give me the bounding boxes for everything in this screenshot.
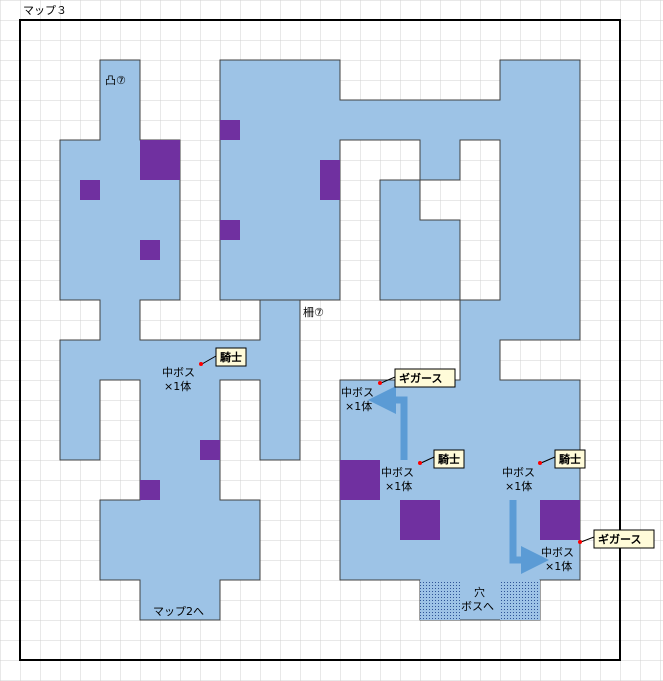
block — [320, 160, 340, 200]
enemy-marker — [418, 461, 422, 465]
block — [80, 180, 100, 200]
block — [540, 500, 580, 540]
pointer-line — [540, 456, 556, 464]
path-arrows — [368, 386, 549, 574]
floor-regions — [59, 59, 581, 621]
midboss-5: 中ボス ×1体 — [541, 546, 574, 573]
pointer-line — [201, 355, 217, 365]
enemy-tag-knight-1: 騎士 — [199, 347, 247, 367]
floor-left — [59, 59, 301, 621]
enemy-tag-gigas-1: ギガース — [378, 368, 456, 388]
tag-text: 騎士 — [559, 452, 581, 466]
map-title: マップ３ — [23, 4, 67, 17]
arrow-up-left — [368, 386, 408, 460]
enemy-tag-knight-2: 騎士 — [418, 449, 465, 469]
enemy-tag-gigas-2: ギガース — [578, 529, 655, 549]
midboss-count: ×1体 — [385, 479, 412, 493]
pit-left — [420, 580, 460, 620]
block — [200, 440, 220, 460]
tag-box — [554, 449, 586, 469]
midboss-count: ×1体 — [505, 479, 532, 493]
fence-label: 柵⑦ — [303, 305, 324, 319]
arrow-down-right — [509, 500, 549, 574]
block — [400, 500, 440, 540]
midboss-label: 中ボス — [541, 546, 574, 559]
midboss-3: 中ボス ×1体 — [381, 466, 414, 493]
midboss-count: ×1体 — [164, 379, 191, 393]
block — [140, 140, 180, 180]
block — [140, 240, 160, 260]
pointer-line — [380, 376, 396, 384]
midboss-label: 中ボス — [381, 466, 414, 479]
enemy-marker — [538, 461, 542, 465]
floor-top-middle — [219, 59, 581, 621]
tag-text: 騎士 — [438, 452, 460, 466]
block — [340, 460, 380, 500]
tag-text: ギガース — [399, 371, 442, 385]
tag-text: 騎士 — [220, 350, 242, 364]
tag-box — [433, 449, 465, 469]
tag-box — [394, 368, 456, 388]
midboss-count: ×1体 — [545, 559, 572, 573]
midboss-label: 中ボス — [162, 366, 195, 379]
midboss-label: 中ボス — [341, 386, 374, 399]
midboss-count: ×1体 — [345, 399, 372, 413]
tag-text: ギガース — [598, 532, 641, 546]
pointer-line — [580, 536, 595, 543]
enemy-marker — [199, 362, 203, 366]
block — [220, 220, 240, 240]
midboss-2: 中ボス ×1体 — [341, 386, 374, 413]
pit-label-line1: 穴 — [474, 585, 485, 599]
block — [220, 120, 240, 140]
midboss-1: 中ボス ×1体 — [162, 366, 195, 393]
enemy-marker — [378, 381, 382, 385]
enemy-tag-knight-3: 騎士 — [538, 449, 586, 469]
tag-box — [593, 529, 655, 549]
pit-label-line2: ボスへ — [461, 600, 494, 613]
midboss-label: 中ボス — [502, 466, 535, 479]
exit-map2-label: マップ2へ — [153, 605, 204, 618]
shrine-label: 凸⑦ — [105, 74, 126, 87]
midboss-4: 中ボス ×1体 — [502, 466, 535, 493]
pointer-line — [420, 456, 435, 464]
enemy-marker — [578, 540, 582, 544]
block — [140, 480, 160, 500]
wall-blocks — [80, 120, 580, 540]
tag-box — [215, 347, 247, 367]
pit-right — [500, 580, 540, 620]
map-border — [19, 19, 621, 661]
